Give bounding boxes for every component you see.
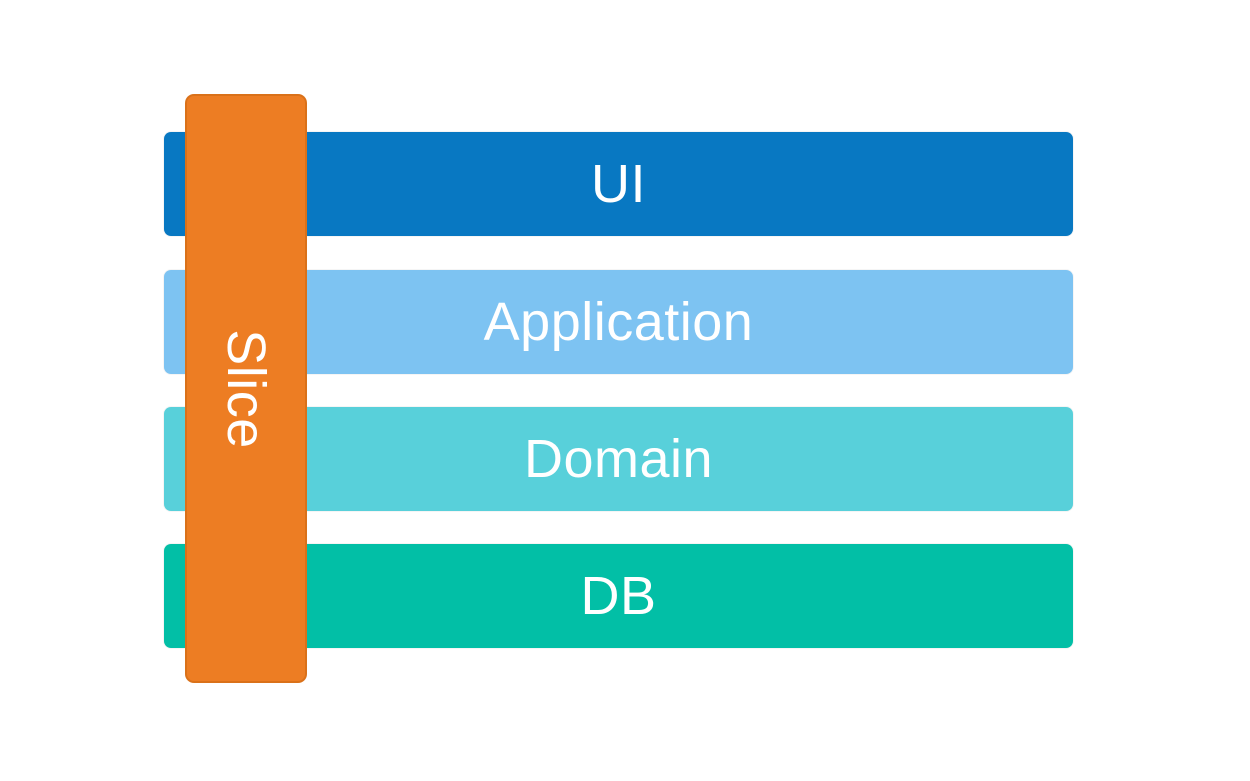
layer-label-db: DB (580, 566, 657, 626)
layer-bar-ui: UI (164, 132, 1073, 236)
layer-bar-application: Application (164, 270, 1073, 374)
slice-bar: Slice (185, 94, 307, 683)
layer-bar-db: DB (164, 544, 1073, 648)
slice-label: Slice (216, 328, 277, 449)
layer-label-application: Application (483, 292, 754, 352)
layer-bar-domain: Domain (164, 407, 1073, 511)
layer-label-ui: UI (591, 154, 646, 214)
layer-label-domain: Domain (523, 429, 714, 489)
